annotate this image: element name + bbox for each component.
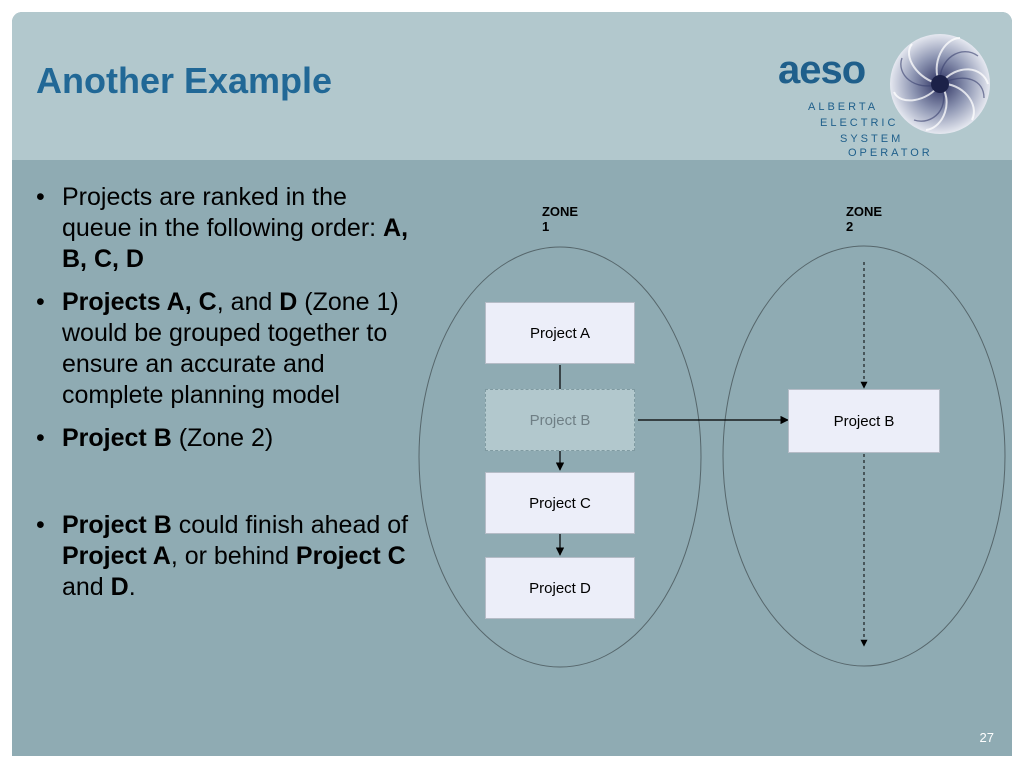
logo-wordmark: aeso bbox=[778, 48, 866, 92]
bullet-item: Projects A, C, and D (Zone 1) would be g… bbox=[36, 287, 416, 411]
bullet-item: Project B could finish ahead of Project … bbox=[36, 510, 416, 603]
bullet-text: Projects A, C, and D (Zone 1) would be g… bbox=[62, 288, 399, 409]
page-number: 27 bbox=[979, 730, 994, 745]
bullet-item: Project B (Zone 2) bbox=[36, 423, 416, 454]
logo-line-3: SYSTEM bbox=[840, 133, 904, 145]
project-b-zone2-box: Project B bbox=[788, 389, 940, 453]
project-d-box: Project D bbox=[485, 557, 635, 619]
zone1-label: ZONE 1 bbox=[541, 204, 579, 234]
slide: Another Example aeso ALBERTA ELECTRIC SY… bbox=[12, 12, 1012, 756]
project-a-box: Project A bbox=[485, 302, 635, 364]
aeso-logo: aeso ALBERTA ELECTRIC SYSTEM OPERATOR bbox=[772, 26, 1002, 159]
slide-header: Another Example aeso ALBERTA ELECTRIC SY… bbox=[12, 12, 1012, 160]
swirl-logo-icon bbox=[890, 34, 990, 134]
logo-line-1: ALBERTA bbox=[808, 101, 879, 113]
bullet-text: Project B (Zone 2) bbox=[62, 424, 274, 452]
bullet-item: Projects are ranked in the queue in the … bbox=[36, 182, 416, 275]
bullet-text: Project B could finish ahead of Project … bbox=[62, 511, 409, 601]
zone2-ellipse bbox=[722, 245, 1006, 667]
zone1-ellipse bbox=[418, 246, 702, 668]
zone2-label: ZONE 2 bbox=[845, 204, 883, 234]
project-c-box: Project C bbox=[485, 472, 635, 534]
slide-title: Another Example bbox=[36, 60, 333, 101]
logo-line-2: ELECTRIC bbox=[820, 117, 899, 129]
bullet-list: Projects are ranked in the queue in the … bbox=[36, 182, 416, 615]
project-b-ghost-box: Project B bbox=[485, 389, 635, 451]
bullet-text: Projects are ranked in the queue in the … bbox=[62, 183, 409, 273]
logo-line-4: OPERATOR bbox=[848, 147, 933, 159]
